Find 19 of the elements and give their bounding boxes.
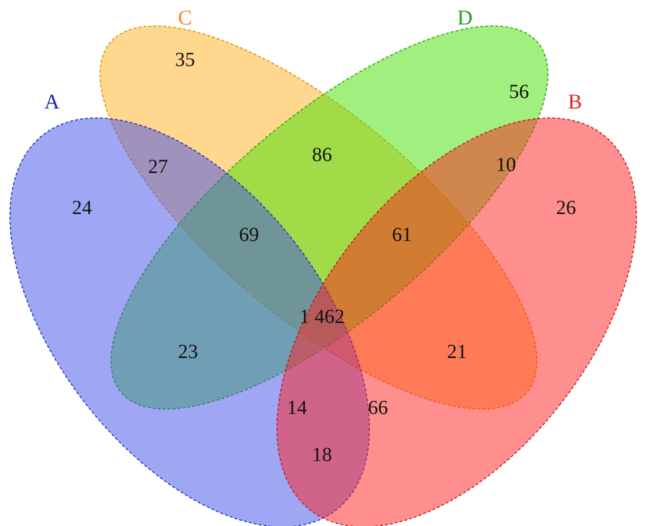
region-count: 69: [239, 225, 259, 245]
region-count: 26: [556, 198, 576, 218]
region-count: 61: [392, 225, 412, 245]
region-count: 27: [148, 157, 168, 177]
set-label: A: [44, 92, 60, 112]
region-count: 23: [178, 342, 198, 362]
region-count: 10: [496, 155, 516, 175]
region-count: 66: [368, 398, 388, 418]
set-label: B: [568, 92, 582, 112]
region-count: 56: [509, 82, 529, 102]
set-label: D: [457, 8, 473, 28]
region-count: 35: [175, 50, 195, 70]
region-count: 21: [447, 342, 467, 362]
region-count: 24: [72, 198, 92, 218]
region-count: 14: [287, 398, 307, 418]
region-count: 1 462: [300, 307, 344, 327]
region-count: 86: [312, 145, 332, 165]
region-count: 18: [312, 445, 332, 465]
set-label: C: [178, 8, 192, 28]
